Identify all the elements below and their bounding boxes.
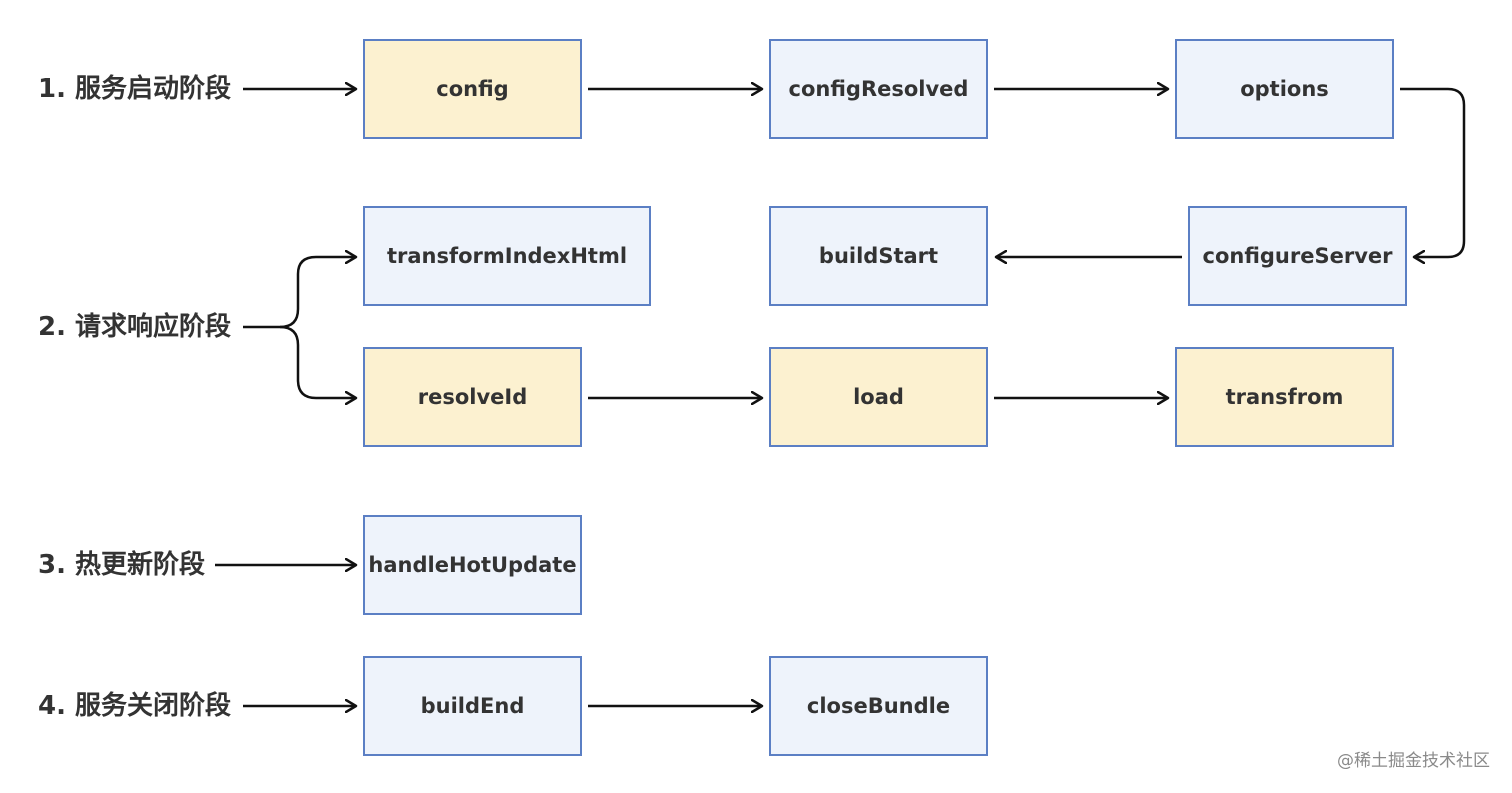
node-transfrom: transfrom — [1175, 347, 1394, 447]
brace-stage2 — [243, 257, 356, 329]
node-resolveid: resolveId — [363, 347, 582, 447]
node-buildend: buildEnd — [363, 656, 582, 756]
node-transformindexhtml: transformIndexHtml — [363, 206, 651, 306]
watermark: @稀土掘金技术社区 — [1337, 751, 1490, 771]
node-options: options — [1175, 39, 1394, 139]
stage-label-startup: 1. 服务启动阶段 — [38, 74, 232, 104]
brace-stage2-lower — [279, 325, 356, 398]
node-handlehotupdate: handleHotUpdate — [363, 515, 582, 615]
node-buildstart: buildStart — [769, 206, 988, 306]
node-closebundle: closeBundle — [769, 656, 988, 756]
node-configresolved: configResolved — [769, 39, 988, 139]
node-config: config — [363, 39, 582, 139]
stage-label-shutdown: 4. 服务关闭阶段 — [38, 691, 232, 721]
stage-label-request: 2. 请求响应阶段 — [38, 312, 232, 342]
node-load: load — [769, 347, 988, 447]
stage-label-hmr: 3. 热更新阶段 — [38, 550, 206, 580]
node-configureserver: configureServer — [1188, 206, 1407, 306]
arrow-options-to-configureserver — [1400, 87, 1466, 257]
